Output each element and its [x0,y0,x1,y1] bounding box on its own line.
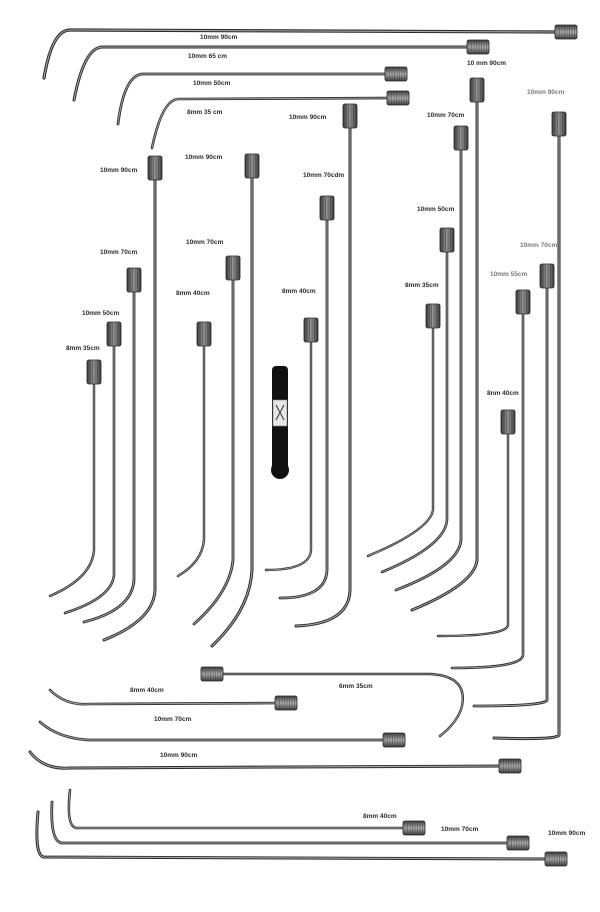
label-bottom-rod-40: 8mm 40cm [130,687,164,694]
rod [176,332,206,578]
label-mid-rod-90: 10mm 90cm [185,154,223,161]
rod [38,720,394,742]
knurled-cap [244,153,260,179]
rod [102,166,157,642]
knurled-cap [466,39,490,55]
knurled-cap [554,24,578,40]
label-lowest-rod-90: 10mm 90cm [548,830,586,837]
knurled-cap [453,125,469,151]
knurled-cap [515,289,531,315]
label-right-rod-50: 10mm 50cm [417,206,455,213]
knurled-cap [544,851,568,867]
rod [380,238,449,574]
label-lowest-rod-40: 8mm 40cm [363,813,397,820]
knurled-cap [200,666,224,682]
rod [192,266,235,626]
label-rod-center-90: 10mm 90cm [289,114,327,121]
knurled-cap [106,321,122,347]
knurled-cap [319,195,335,221]
label-left-rod-90: 10mm 90cm [100,167,138,174]
label-left-rod-35: 8mm 35cm [66,345,100,352]
label-mid-rod-70: 10mm 70cm [186,239,224,246]
rod [472,274,549,708]
label-bottom-rod-90: 10mm 90cm [160,752,198,759]
rod [410,88,479,612]
rod [48,370,96,598]
label-top-rod-3: 10 mm 90cm [467,60,507,67]
rod [35,810,556,861]
knurled-cap [439,227,455,253]
label-right-rod-35: 8mm 35cm [405,282,439,289]
rod [294,114,352,628]
label-mid-rod-40: 8mm 40cm [176,290,210,297]
knurled-cap [126,267,142,293]
label-far-right-rod-70: 10mm 70cm [520,242,558,249]
knurled-cap [386,90,410,106]
knurled-cap [342,103,358,129]
label-left-rod-70: 10mm 70cm [100,249,138,256]
rod [450,300,525,670]
rod [436,420,510,638]
knurled-cap [303,317,319,343]
label-rod-far-right: 10mm 90cm [527,89,565,96]
rod [67,788,414,830]
label-bottom-rod-70: 10mm 70cm [154,716,192,723]
label-center-rod-40: 8mm 40cm [282,288,316,295]
knurled-cap [500,409,516,435]
label-left-rod-50: 10mm 50cm [82,310,120,317]
knurled-cap [382,732,406,748]
knurled-cap [539,263,555,289]
rod [48,688,286,706]
knurled-cap [274,695,298,711]
rod [50,800,518,845]
hook-holder-tool [271,366,289,479]
label-rod-10mm-70-upper: 10mm 70cm [427,112,465,119]
label-top-rod-5: 8mm 35 cm [187,109,223,116]
label-right-rod-40: 8nm 40cm [487,390,519,397]
knurled-cap [384,66,408,82]
knurled-cap [425,303,441,329]
label-top-rod-1: 10mm 90cm [200,34,238,41]
knurled-cap [225,255,241,281]
knurled-cap [469,77,485,103]
knurled-cap [147,155,163,181]
label-top-rod-4: 10mm 50cm [193,80,231,87]
label-right-rod-55: 10mm 55cm [490,271,528,278]
knurled-cap [196,321,212,347]
knurled-cap [86,359,102,385]
rod [150,96,396,150]
knurled-cap [402,820,426,836]
label-curved-rod-35: 6mm 35cm [339,683,373,690]
knurled-cap [551,111,567,137]
label-center-rod-70: 10mm 70cdm [303,172,345,179]
rod [28,750,510,770]
knurled-cap [506,835,530,851]
knurled-cap [498,758,522,774]
rod [366,314,435,558]
label-lowest-rod-70: 10mm 70cm [441,826,479,833]
label-top-rod-2: 10mm 65 cm [188,53,228,60]
